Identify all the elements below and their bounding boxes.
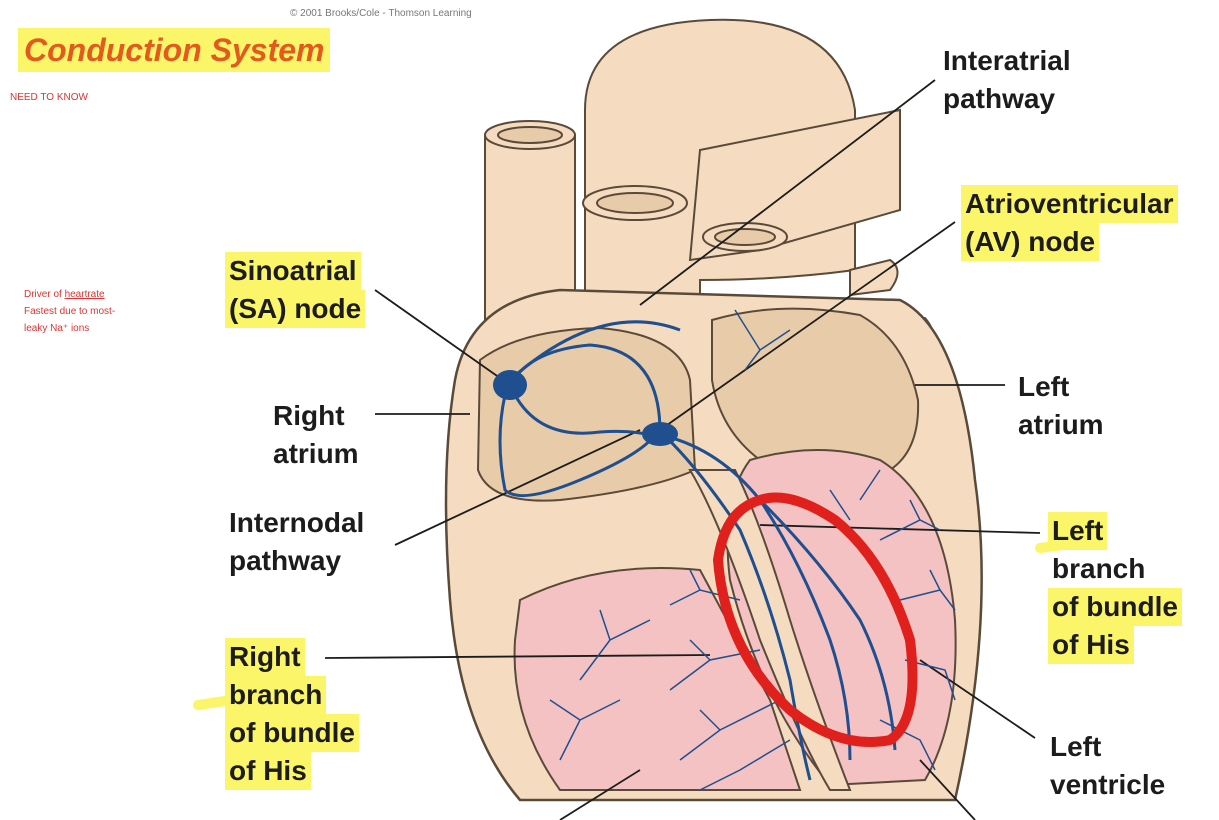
label-av-node: Atrioventricular (AV) node [965,185,1178,261]
label-left-atrium: Left atrium [1018,368,1104,444]
label-left-ventricle: Left ventricle [1050,728,1165,804]
note-link: heartrate [65,289,105,300]
av-node [642,422,678,446]
label-interatrial-pathway: Interatrial pathway [943,42,1071,118]
need-to-know-note: NEED TO KNOW [10,92,88,103]
label-sa-node: Sinoatrial (SA) node [229,252,365,328]
label-internodal-pathway: Internodal pathway [229,504,364,580]
note-line-2: Fastest due to most- [24,303,115,320]
label-right-branch-bundle-his: Right branch of bundle of His [229,638,359,790]
copyright-text: © 2001 Brooks/Cole - Thomson Learning [290,8,472,19]
note-line-1: Driver of heartrate [24,286,115,303]
label-left-branch-bundle-his: Left branch of bundle of His [1052,512,1182,664]
sa-node-note: Driver of heartrate Fastest due to most-… [24,286,115,337]
page-title: Conduction System [18,28,330,72]
pulmonary-vein-upper [850,260,898,295]
label-right-atrium: Right atrium [273,397,359,473]
note-prefix: Driver of [24,289,65,300]
right-atrium-chamber [478,328,695,501]
sa-node [493,370,527,400]
note-line-3: leaky Na⁺ ions [24,320,115,337]
